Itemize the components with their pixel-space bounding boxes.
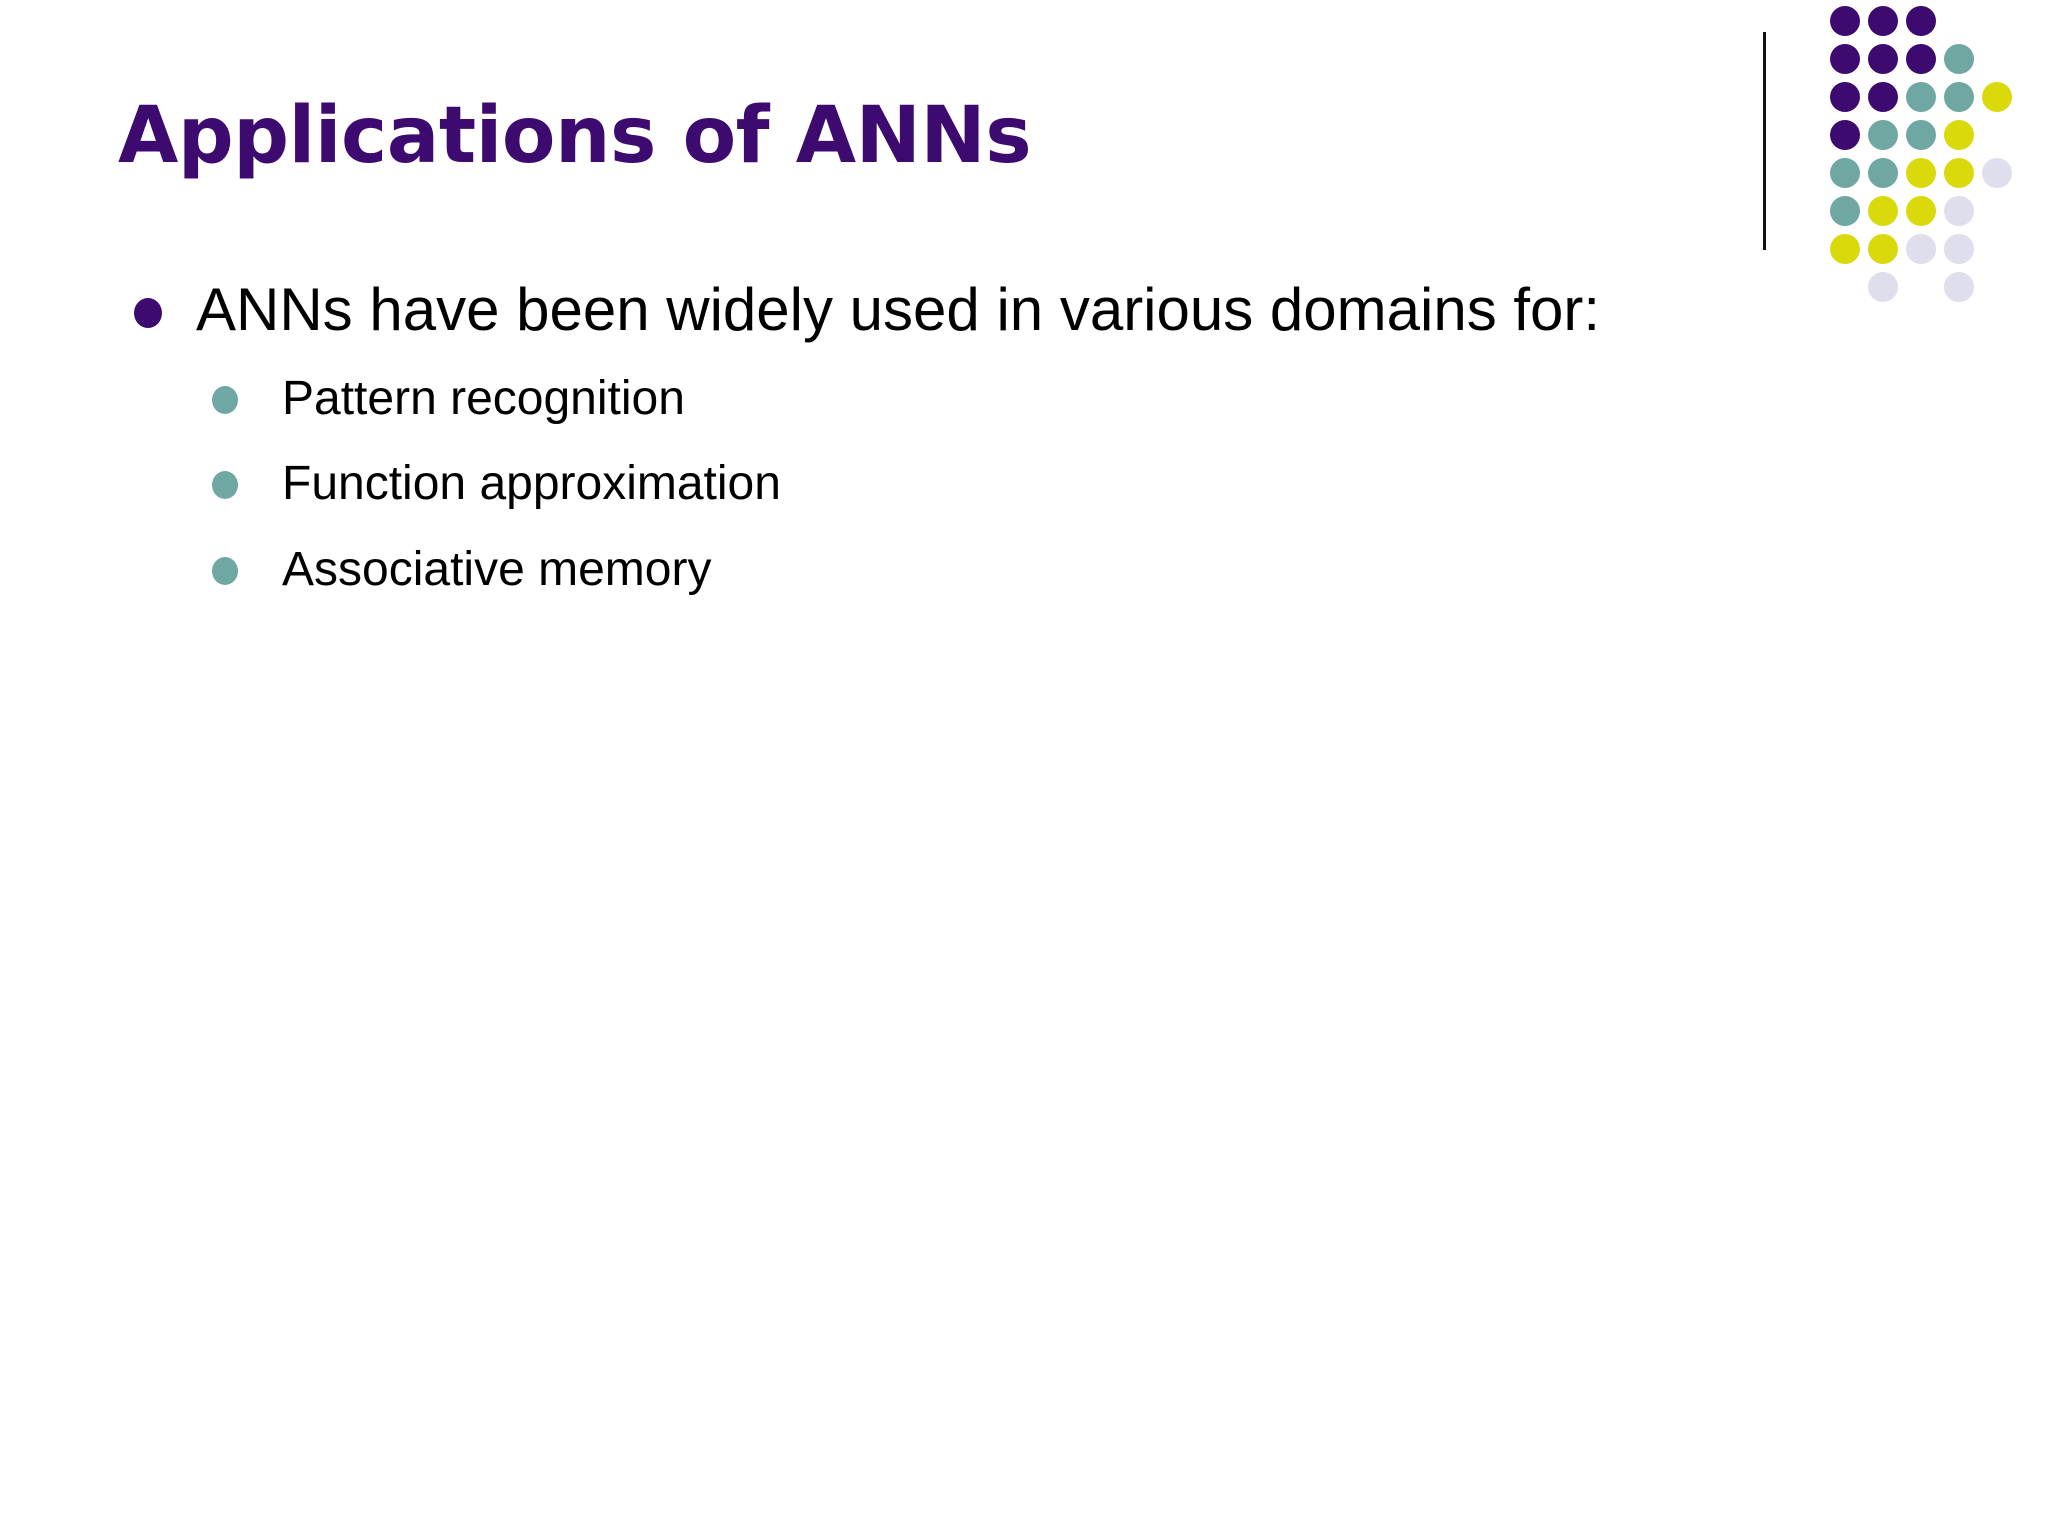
decorative-dot — [1982, 158, 2012, 188]
teal-round-bullet-icon — [212, 471, 238, 500]
decorative-dot — [1906, 196, 1936, 226]
decorative-dot — [1906, 234, 1936, 264]
list-item: ANNs have been widely used in various do… — [0, 272, 1960, 348]
decorative-dot — [1868, 44, 1898, 74]
decorative-dot — [1944, 44, 1974, 74]
decorative-dot — [1944, 272, 1974, 302]
decorative-dot — [1982, 82, 2012, 112]
bullet-text: ANNs have been widely used in various do… — [196, 276, 1601, 343]
decorative-dot — [1868, 272, 1898, 302]
decorative-dot — [1944, 120, 1974, 150]
decorative-dot — [1868, 234, 1898, 264]
decorative-dot — [1944, 234, 1974, 264]
decorative-dot — [1944, 158, 1974, 188]
decorative-dot — [1906, 120, 1936, 150]
decorative-dot — [1830, 158, 1860, 188]
sub-bullet-list: Pattern recognition Function approximati… — [0, 370, 1960, 599]
decorative-dot — [1830, 234, 1860, 264]
vertical-rule-divider — [1763, 32, 1766, 250]
decorative-dot — [1868, 196, 1898, 226]
decorative-dot — [1906, 82, 1936, 112]
bullet-text: Pattern recognition — [282, 371, 685, 425]
decorative-dot — [1944, 196, 1974, 226]
list-item: Pattern recognition — [0, 370, 1960, 428]
decorative-dot — [1868, 82, 1898, 112]
decorative-dot — [1868, 158, 1898, 188]
decorative-dot — [1944, 82, 1974, 112]
page-title: Applications of ANNs — [118, 91, 1032, 182]
teal-round-bullet-icon — [212, 556, 238, 585]
dot-grid-graphic — [1748, 0, 2048, 320]
slide-body: ANNs have been widely used in various do… — [0, 272, 1960, 626]
decorative-dot — [1868, 120, 1898, 150]
purple-round-bullet-icon — [134, 298, 162, 328]
bullet-text: Associative memory — [282, 542, 712, 596]
decorative-dot — [1830, 44, 1860, 74]
decorative-dot — [1830, 120, 1860, 150]
decorative-dot — [1868, 6, 1898, 36]
decorative-dot — [1906, 158, 1936, 188]
bullet-text: Function approximation — [282, 457, 781, 511]
decorative-dot — [1830, 82, 1860, 112]
decorative-dot — [1830, 6, 1860, 36]
list-item: Associative memory — [0, 541, 1960, 599]
decorative-dot — [1906, 44, 1936, 74]
decorative-dot — [1906, 6, 1936, 36]
list-item: Function approximation — [0, 455, 1960, 513]
decorative-dot — [1830, 196, 1860, 226]
teal-round-bullet-icon — [212, 385, 238, 414]
